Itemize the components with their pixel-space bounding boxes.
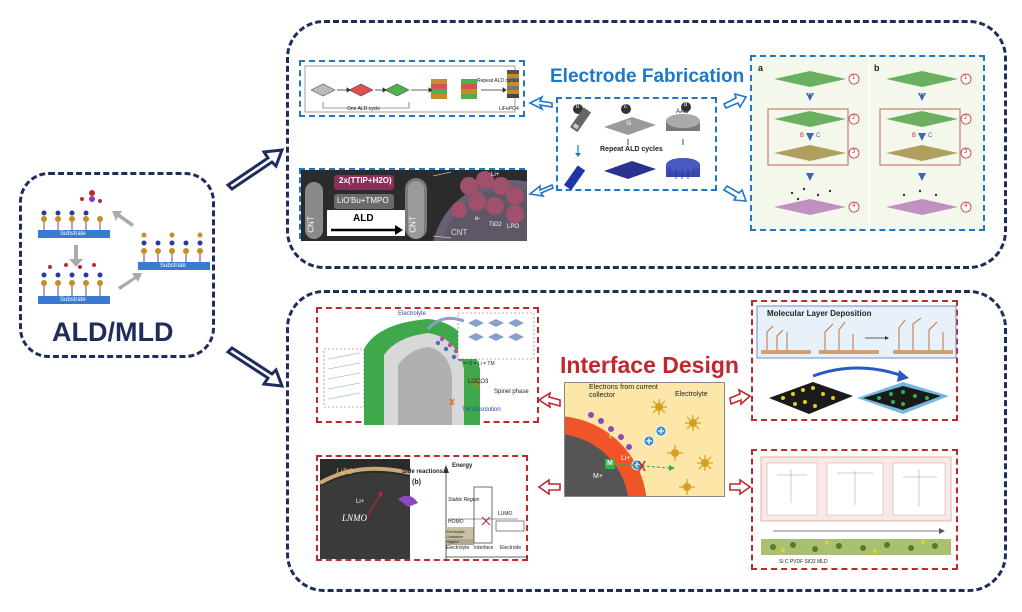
fab-center-panel: b c d Si AAO Repeat ALD cycles xyxy=(556,97,717,191)
ald-mld-schematic xyxy=(38,190,210,304)
lpo-label: LPO xyxy=(507,224,520,230)
lipo-label: LiPO xyxy=(336,467,354,476)
cnt-label-1: CNT xyxy=(306,216,316,233)
interface-center-panel: Electrons from current collector Electro… xyxy=(564,382,725,497)
step-4-a: 4 xyxy=(852,203,856,209)
interface-mld-panel: Molecular Layer Deposition xyxy=(751,300,958,421)
panel-b-right-label: b xyxy=(874,63,880,73)
center-m-label: M xyxy=(607,460,613,467)
atom-legend: = O = Li = TM xyxy=(464,361,495,367)
electron-label: e- xyxy=(475,216,481,222)
repeat-cycles-label: Repeat ALD cycles xyxy=(477,78,520,84)
step-2-a: 2 xyxy=(852,115,856,121)
panel-d-label: d xyxy=(684,102,688,108)
lnmo-li-label: Li+ xyxy=(356,499,365,505)
interface-sio2-panel: Si C PVDF SiO2 MLD xyxy=(751,449,958,570)
tm-dissolution-label: TM dissolution xyxy=(462,407,501,413)
cnt-scheme xyxy=(301,170,527,241)
interface-schematic xyxy=(565,399,713,496)
center-electrolyte-label: Electrolyte xyxy=(675,391,708,398)
li2co3-label: Li2CO3 xyxy=(468,379,489,385)
mld-scheme xyxy=(756,305,957,414)
ald-cycle-scheme xyxy=(304,65,519,113)
center-li-label: Li+ xyxy=(621,455,631,462)
center-electron-label: e- xyxy=(609,433,616,440)
spinel-electrolyte-label: Electrolyte xyxy=(398,311,427,317)
interface-spinel-panel: Electrolyte Li2CO3 Spinel phase TM disso… xyxy=(316,307,539,425)
sio2-legend: Si C PVDF SiO2 MLD xyxy=(779,559,828,565)
homo-label: HOMO xyxy=(448,519,464,525)
repeat-ald-label: Repeat ALD cycles xyxy=(600,146,663,153)
ald-mld-title: ALD/MLD xyxy=(52,317,174,347)
step-4-b: 4 xyxy=(964,203,968,209)
cnt-label-3: CNT xyxy=(451,228,468,237)
oxidation-label: Electrolyte Oxidation Region xyxy=(446,529,465,544)
lnmo-label: LNMO xyxy=(342,513,368,523)
step-3-b: 3 xyxy=(964,149,968,155)
fab-ald-cycle-panel: One ALD cycle Repeat ALD cycles LiFePO4 xyxy=(299,60,525,117)
layer-steps-scheme xyxy=(767,57,972,233)
substrate-label-2: Substrate xyxy=(60,297,86,303)
substrate-label-3: Substrate xyxy=(160,263,186,269)
ald-mld-panel: Substrate Substrate Substrate ALD/MLD xyxy=(19,172,215,358)
cnt-arrow-bg xyxy=(327,210,405,236)
ald-cycle-label: One ALD cycle xyxy=(347,106,381,112)
substrate-label-1: Substrate xyxy=(60,231,86,237)
panel-b-lnmo-label: (b) xyxy=(412,479,421,486)
lumo-label: LUMO xyxy=(498,511,513,517)
stable-region-label: Stable Region xyxy=(448,497,480,503)
fab-right-panel: a b 1 2 3 4 1 2 3 4 A B C A B C xyxy=(750,55,985,233)
panel-b-label: b xyxy=(576,104,580,110)
interface-design-title: Interface Design xyxy=(560,352,739,378)
step-2-b: 2 xyxy=(964,115,968,121)
bcd-scheme xyxy=(564,102,700,191)
fab-cnt-panel: 2x(TTIP+H2O) LiO'Bu+TMPO ALD CNT CNT CNT… xyxy=(299,168,527,241)
spinel-scheme xyxy=(323,312,535,425)
tio2-label: TiO2 xyxy=(489,222,502,228)
product-label: LiFePO4 xyxy=(499,106,519,112)
step-1-b: 1 xyxy=(964,75,968,81)
side-reactions-label: Side reactions xyxy=(402,469,444,475)
interface-design-group xyxy=(286,290,1007,592)
sio2-scheme xyxy=(760,456,952,555)
si-label: Si xyxy=(626,121,632,127)
process-b-a: B xyxy=(800,133,805,139)
panel-c-label: c xyxy=(624,104,627,110)
lnmo-electrolyte-label: Electrolyte xyxy=(446,545,470,551)
process-a-a: A xyxy=(808,91,813,97)
electrode-fabrication-group xyxy=(286,20,1007,269)
panel-a-label: a xyxy=(758,63,764,73)
ald-arrow-label: ALD xyxy=(353,213,374,224)
electrons-collector-label: Electrons from current collector xyxy=(589,384,658,399)
step-1-a: 1 xyxy=(852,75,856,81)
cnt-label-2: CNT xyxy=(408,216,418,233)
li-ion-label: Li+ xyxy=(491,172,500,178)
electrode-fabrication-title: Electrode Fabrication xyxy=(550,66,745,87)
center-mplus-label: M+ xyxy=(593,473,603,480)
process-c-b: C xyxy=(928,133,933,139)
step-3-a: 3 xyxy=(852,149,856,155)
mld-title: Molecular Layer Deposition xyxy=(767,309,872,318)
process-b-b: B xyxy=(912,133,917,139)
process-a-b: A xyxy=(920,91,925,97)
lpo-step-label: LiO'Bu+TMPO xyxy=(337,196,389,205)
lnmo-scheme xyxy=(318,459,528,559)
lnmo-interface-label: Interface xyxy=(474,545,494,551)
energy-label: Energy xyxy=(452,463,473,469)
spinel-phase-label: Spinel phase xyxy=(494,389,529,395)
process-c-a: C xyxy=(816,133,821,139)
ttip-step-label: 2x(TTIP+H2O) xyxy=(339,176,392,185)
lnmo-electrode-label: Electrode xyxy=(500,545,522,551)
interface-lnmo-panel: LNMO LiPO Li+ Side reactions (b) Energy … xyxy=(316,455,528,561)
aao-label: AAO xyxy=(676,109,689,115)
